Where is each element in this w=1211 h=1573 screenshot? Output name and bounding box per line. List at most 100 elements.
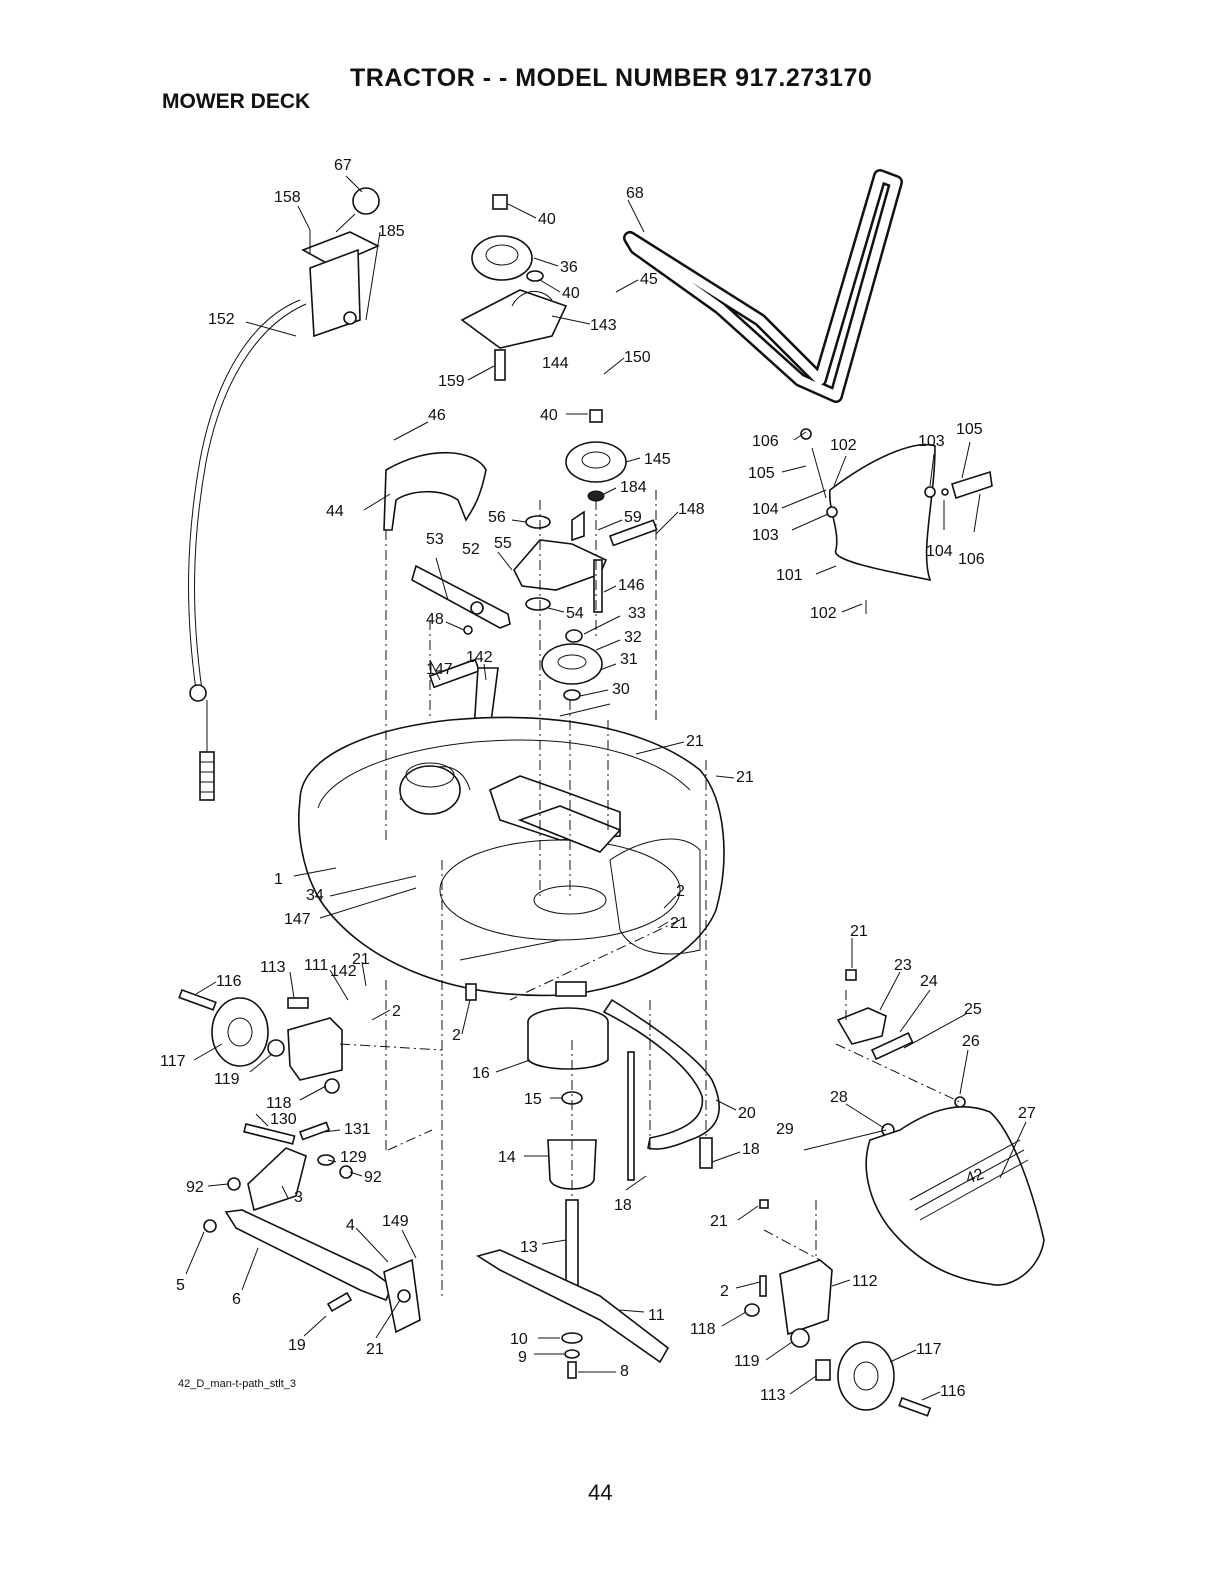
callout: 52 bbox=[462, 541, 480, 558]
callout: 150 bbox=[624, 349, 651, 366]
callout: 92 bbox=[186, 1179, 204, 1196]
bracket-111 bbox=[287, 1017, 343, 1081]
callout: 113 bbox=[760, 1387, 786, 1404]
pulley-31 bbox=[541, 643, 603, 685]
callout: 29 bbox=[776, 1121, 794, 1138]
callout: 118 bbox=[266, 1095, 292, 1112]
drive-belt-68 bbox=[623, 169, 903, 403]
lift-linkage bbox=[203, 1121, 421, 1334]
callout: 152 bbox=[208, 311, 235, 328]
callout: 113 bbox=[260, 959, 286, 976]
callout: 102 bbox=[830, 437, 857, 454]
idler-pulley-stack bbox=[460, 194, 627, 502]
alignment-lines bbox=[339, 490, 961, 1300]
callout: 130 bbox=[270, 1111, 297, 1128]
callout: 118 bbox=[690, 1321, 716, 1338]
callout: 112 bbox=[852, 1273, 878, 1290]
callout: 40 bbox=[538, 211, 556, 228]
deck-size-badge: 42 bbox=[964, 1166, 987, 1188]
pulley-145 bbox=[565, 441, 627, 483]
callout: 158 bbox=[274, 189, 301, 206]
callout: 143 bbox=[590, 317, 617, 334]
pulley-shield-group bbox=[383, 451, 658, 731]
callout: 103 bbox=[918, 433, 945, 450]
callout: 3 bbox=[294, 1189, 303, 1206]
callout: 21 bbox=[736, 769, 754, 786]
callout: 32 bbox=[624, 629, 642, 646]
callout: 11 bbox=[648, 1307, 665, 1324]
deflector-101 bbox=[829, 443, 936, 582]
hinge-bracket bbox=[951, 470, 993, 500]
callout: 2 bbox=[452, 1027, 461, 1044]
callout: 145 bbox=[644, 451, 671, 468]
callout: 13 bbox=[520, 1239, 538, 1256]
right-gauge-wheel-assembly bbox=[744, 1199, 932, 1417]
callout: 59 bbox=[624, 509, 642, 526]
callout: 5 bbox=[176, 1277, 185, 1294]
callout: 44 bbox=[326, 503, 344, 520]
callout: 18 bbox=[742, 1141, 760, 1158]
callout: 119 bbox=[734, 1353, 760, 1370]
spring-147 bbox=[428, 658, 481, 689]
callout: 1 bbox=[274, 871, 283, 888]
callout: 9 bbox=[518, 1349, 527, 1366]
callout: 15 bbox=[524, 1091, 542, 1108]
callout: 144 bbox=[542, 355, 569, 372]
wheel-117-right bbox=[837, 1341, 895, 1411]
callout: 117 bbox=[160, 1053, 186, 1070]
callout: 105 bbox=[956, 421, 983, 438]
discharge-chute-27: 42 bbox=[865, 1106, 1045, 1286]
callout: 21 bbox=[710, 1213, 728, 1230]
callout: 116 bbox=[940, 1383, 966, 1400]
callout: 25 bbox=[964, 1001, 982, 1018]
callout: 92 bbox=[364, 1169, 382, 1186]
callout: 8 bbox=[620, 1363, 629, 1380]
nut-40 bbox=[492, 194, 508, 210]
section-title: MOWER DECK bbox=[162, 90, 311, 113]
nut-40b bbox=[589, 409, 603, 423]
callout: 46 bbox=[428, 407, 446, 424]
callout: 2 bbox=[392, 1003, 401, 1020]
spindle-13 bbox=[565, 1199, 579, 1289]
callout: 68 bbox=[626, 185, 644, 202]
callout: 185 bbox=[378, 223, 405, 240]
cable-152 bbox=[188, 299, 301, 691]
callout: 31 bbox=[620, 651, 638, 668]
knob-67 bbox=[352, 187, 380, 215]
idler-arm-53 bbox=[411, 564, 511, 629]
spindle-assembly bbox=[465, 983, 670, 1379]
callout: 131 bbox=[344, 1121, 371, 1138]
callout: 55 bbox=[494, 535, 512, 552]
callout: 20 bbox=[738, 1105, 756, 1122]
left-gauge-wheel-assembly bbox=[178, 988, 343, 1094]
bolt-159 bbox=[494, 349, 506, 381]
callout: 10 bbox=[510, 1331, 528, 1348]
shield-44 bbox=[383, 451, 487, 531]
callout: 21 bbox=[670, 915, 688, 932]
callout: 30 bbox=[612, 681, 630, 698]
callout: 14 bbox=[498, 1149, 516, 1166]
callout: 116 bbox=[216, 973, 242, 990]
callout: 147 bbox=[426, 661, 453, 678]
washer-56 bbox=[525, 515, 551, 529]
callout: 105 bbox=[748, 465, 775, 482]
page-title: TRACTOR - - MODEL NUMBER 917.273170 bbox=[350, 64, 873, 92]
callout-labels: 67 158 185 152 40 36 40 143 144 159 45 1… bbox=[160, 157, 1036, 1404]
callout: 119 bbox=[214, 1071, 240, 1088]
callout: 16 bbox=[472, 1065, 490, 1082]
figure-code: 42_D_man-t-path_stlt_3 bbox=[178, 1378, 297, 1390]
callout: 148 bbox=[678, 501, 705, 518]
callout: 56 bbox=[488, 509, 506, 526]
callout: 111 bbox=[304, 957, 328, 974]
callout: 18 bbox=[614, 1197, 632, 1214]
callout: 28 bbox=[830, 1089, 848, 1106]
callout: 104 bbox=[926, 543, 953, 560]
callout: 21 bbox=[686, 733, 704, 750]
bracket-nut bbox=[343, 311, 357, 325]
callout: 26 bbox=[962, 1033, 980, 1050]
idler-arm-55 bbox=[513, 539, 608, 591]
callout: 106 bbox=[752, 433, 779, 450]
washer-184 bbox=[587, 490, 605, 502]
bolt-8 bbox=[567, 1361, 577, 1379]
